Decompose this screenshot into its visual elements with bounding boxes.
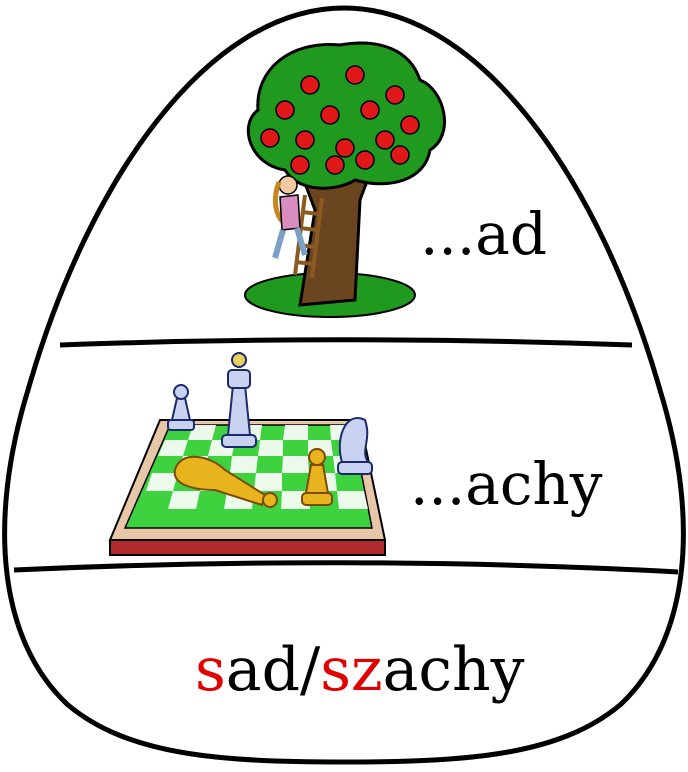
divider-bottom — [13, 560, 679, 575]
divider-top — [59, 337, 633, 348]
answer-rest-ad: ad — [225, 635, 300, 705]
chess-board-icon — [108, 352, 387, 556]
apple-tree-icon — [244, 41, 446, 318]
answer-letters-sz: sz — [320, 635, 383, 705]
egg-border — [2, 5, 686, 765]
answer-separator: / — [299, 635, 321, 705]
answer-letter-s: s — [195, 635, 226, 705]
answer-rest-achy: achy — [382, 635, 525, 705]
answer-line: sad/szachy — [195, 635, 525, 705]
word-prompt-achy: ...achy — [410, 450, 603, 518]
word-prompt-ad: ...ad — [420, 200, 548, 268]
